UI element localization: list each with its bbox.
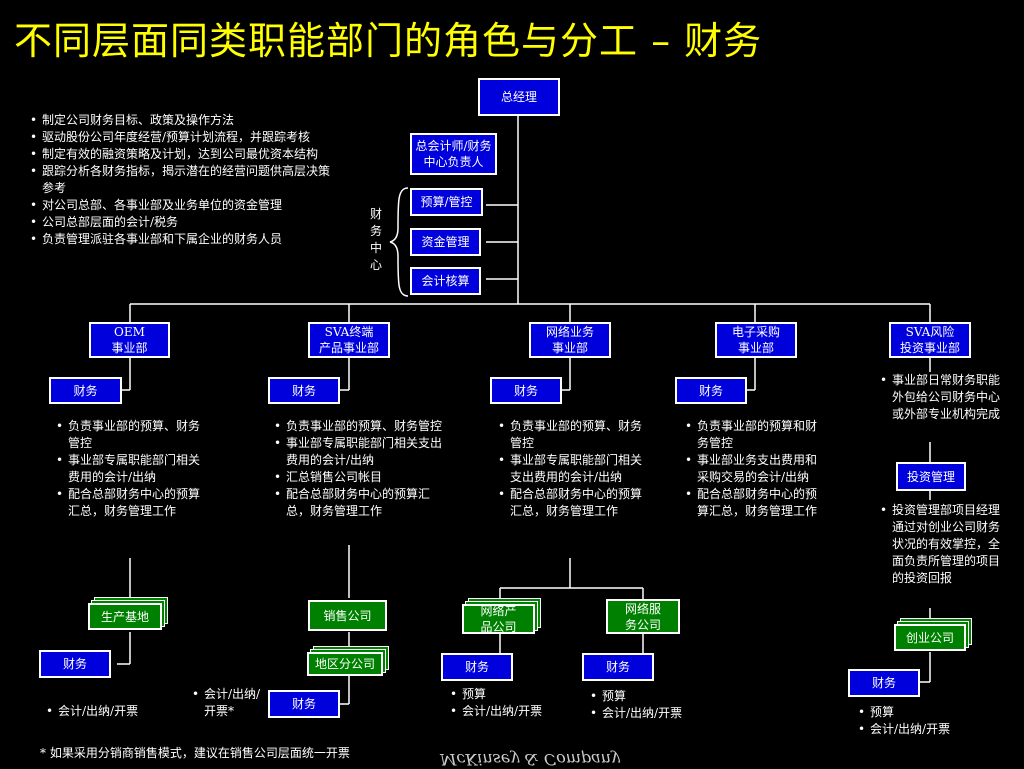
oem-finance-notes: 负责事业部的预算、财务管控 事业部专属职能部门相关费用的会计/出纳 配合总部财务… [54, 418, 204, 520]
sales-finance-notes: 会计/出纳/开票* [190, 686, 262, 720]
sales-finance-box: 财务 [268, 690, 340, 718]
bu-sva-venture-box: SVA风险 投资事业部 [889, 322, 971, 358]
page-title: 不同层面同类职能部门的角色与分工 – 财务 [14, 19, 763, 63]
brand-watermark: McKinsey & Company [440, 750, 621, 769]
regional-branch-box: 地区分公司 [307, 652, 383, 676]
production-finance-box: 财务 [39, 650, 111, 678]
network-finance-notes: 负责事业部的预算、财务管控 事业部专属职能部门相关支出费用的会计/出纳 配合总部… [496, 418, 646, 520]
network-product-finance-box: 财务 [441, 653, 513, 681]
investment-management-notes: 投资管理部项目经理通过对创业公司财务状况的有效掌控，全面负责所管理的项目的投资回… [878, 502, 1000, 587]
venture-finance-notes: 预算 会计/出纳/开票 [856, 704, 986, 738]
investment-management-box: 投资管理 [896, 462, 966, 491]
eproc-finance-box: 财务 [675, 377, 747, 404]
production-finance-notes: 会计/出纳/开票 [44, 703, 194, 720]
venture-finance-box: 财务 [848, 669, 920, 697]
cfo-box: 总会计师/财务中心负责人 [410, 133, 497, 175]
finance-center-label: 财 务 中 心 [369, 207, 382, 272]
sales-company-box: 销售公司 [308, 600, 387, 631]
production-base-box: 生产基地 [88, 603, 162, 630]
footnote: * 如果采用分销商销售模式，建议在销售公司层面统一开票 [40, 746, 350, 760]
network-service-finance-notes: 预算 会计/出纳/开票 [588, 688, 718, 722]
oem-finance-box: 财务 [49, 377, 122, 404]
network-service-finance-box: 财务 [582, 653, 654, 681]
bu-network-box: 网络业务 事业部 [529, 322, 611, 358]
bu-oem-box: OEM 事业部 [89, 322, 170, 358]
venture-company-box: 创业公司 [894, 624, 966, 651]
bu-sva-terminal-box: SVA终端 产品事业部 [308, 322, 390, 358]
eproc-finance-notes: 负责事业部的预算和财务管控 事业部业务支出费用和采购交易的会计/出纳 配合总部财… [683, 418, 819, 520]
budget-control-box: 预算/管控 [410, 188, 483, 216]
fund-management-box: 资金管理 [410, 228, 481, 256]
sva-finance-notes: 负责事业部的预算、财务管控 事业部专属职能部门相关支出费用的会计/出纳 汇总销售… [272, 418, 442, 520]
network-service-company-box: 网络服 务公司 [606, 599, 680, 634]
accounting-box: 会计核算 [410, 267, 481, 295]
venture-bu-notes: 事业部日常财务职能外包给公司财务中心或外部专业机构完成 [878, 372, 1000, 423]
bu-eprocurement-box: 电子采购 事业部 [715, 322, 797, 358]
sva-finance-box: 财务 [268, 377, 340, 404]
hq-finance-notes: 制定公司财务目标、政策及操作方法 驱动股份公司年度经营/预算计划流程，并跟踪考核… [28, 112, 338, 248]
network-finance-box: 财务 [490, 377, 562, 404]
network-product-finance-notes: 预算 会计/出纳/开票 [448, 686, 578, 720]
network-product-company-box: 网络产 品公司 [462, 604, 535, 634]
general-manager-box: 总经理 [478, 78, 560, 116]
